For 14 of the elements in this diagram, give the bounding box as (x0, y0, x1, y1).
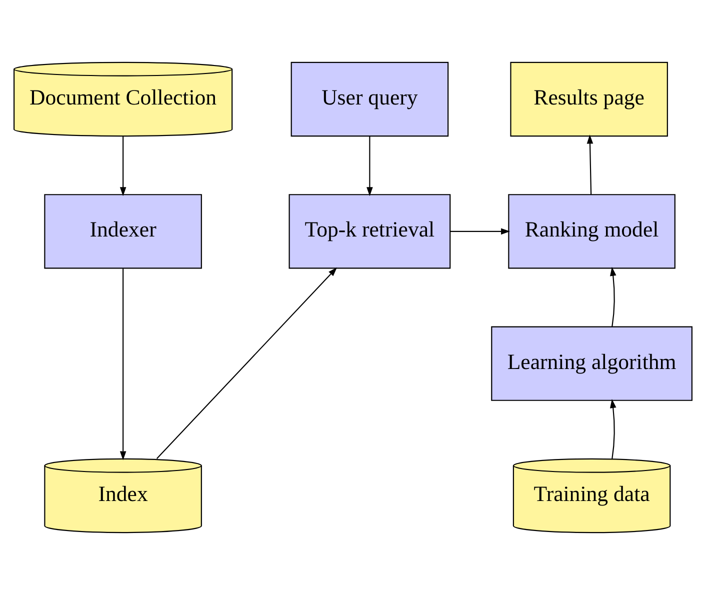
arrow (120, 268, 126, 460)
node-box: Ranking model (508, 194, 676, 268)
arrow (366, 136, 373, 196)
arrow (610, 266, 616, 326)
node-box: Results page (510, 61, 668, 136)
arrow (450, 228, 510, 234)
arrow (156, 266, 338, 458)
arrow (586, 134, 594, 194)
node-box: Indexer (44, 194, 202, 268)
node-box: Learning algorithm (491, 326, 692, 400)
arrow (610, 398, 616, 458)
arrow (120, 136, 126, 196)
node-box: User query (290, 61, 449, 136)
node-box: Top-k retrieval (288, 194, 451, 268)
